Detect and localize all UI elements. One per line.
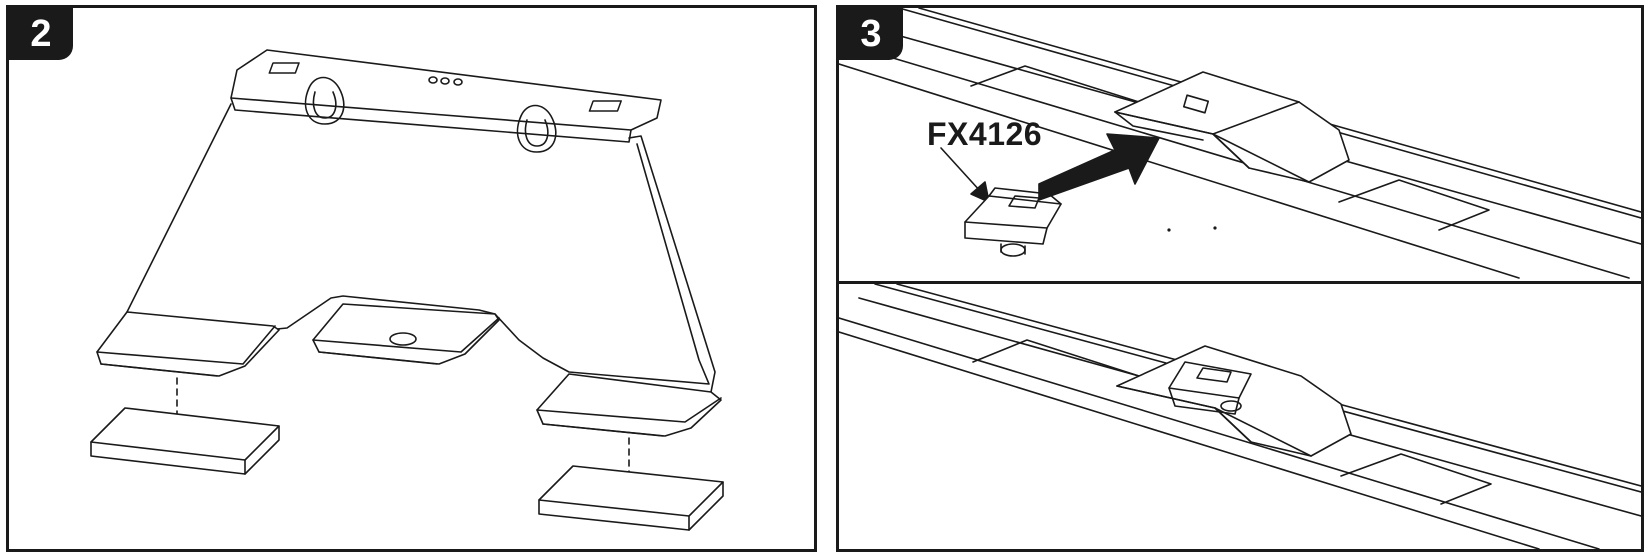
center-foot-hole — [389, 332, 417, 346]
adhesive-pad-right — [538, 465, 724, 531]
step-2-panel: 2 — [6, 5, 817, 552]
step-3-number-badge: 3 — [839, 8, 903, 60]
keyhole-loop-right — [516, 104, 557, 153]
bracket-foot-left — [96, 311, 280, 377]
step-3-panel: 3 FX4126 — [836, 5, 1644, 552]
bracket-foot-center — [312, 303, 500, 365]
fx4126-clip — [964, 187, 1062, 257]
rail-top-view — [839, 8, 1641, 279]
rail-bottom-view — [839, 283, 1641, 549]
center-marks — [428, 76, 463, 86]
bracket-top-flange — [230, 49, 662, 131]
bracket-foot-right — [536, 373, 722, 437]
adhesive-pad-left — [90, 407, 280, 475]
sub-view-divider — [839, 281, 1641, 284]
clip-part-label: FX4126 — [927, 116, 1043, 152]
bracket-exploded-drawing — [90, 49, 724, 531]
keyhole-loop-left — [304, 76, 345, 125]
boss-square-slot — [1182, 94, 1210, 114]
square-slot-left — [268, 62, 300, 74]
clip-installation-drawing — [839, 8, 1641, 549]
installed-clip — [1168, 361, 1252, 415]
square-slot-right — [588, 100, 623, 112]
insert-arrow — [1038, 133, 1160, 201]
step-2-number-badge: 2 — [9, 8, 73, 60]
label-leader-arrow — [940, 147, 990, 203]
